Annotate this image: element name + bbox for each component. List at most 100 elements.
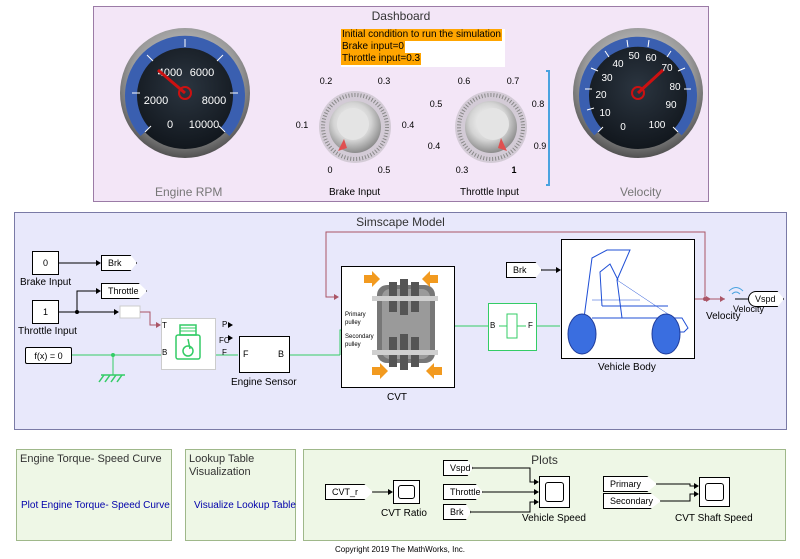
from-vspd-plot[interactable]: Vspd [443,460,473,476]
engine-sensor-block[interactable]: F B [239,336,290,373]
solver-configuration-block[interactable]: f(x) = 0 [25,347,72,364]
visualize-lookup-table-link[interactable]: Visualize Lookup Table [194,500,296,511]
throttle-input-constant-label: Throttle Input [18,326,77,337]
goto-throttle[interactable]: Throttle [101,283,147,299]
velocity-tick-70: 70 [661,63,673,74]
engine-sensor-port-f: F [243,349,249,359]
velocity-tick-30: 30 [601,73,613,84]
throttle-tick-1: 1 [511,165,516,175]
knob-group-bracket [546,70,550,186]
throttle-input-knob-label: Throttle Input [460,187,519,198]
engine-sensor-label: Engine Sensor [231,377,297,388]
cvt-ratio-scope-label: CVT Ratio [381,508,427,519]
throttle-tick-0.9: 0.9 [534,141,547,151]
velocity-tick-10: 10 [599,108,611,119]
brake-input-constant-label: Brake Input [20,277,72,288]
from-secondary-plot[interactable]: Secondary [603,493,661,509]
engine-torque-area: Engine Torque- Speed Curve Plot Engine T… [16,449,172,541]
cvt-shaft-speed-scope[interactable] [699,477,730,507]
velocity-tick-90: 90 [665,100,677,111]
velocity-tick-0: 0 [620,122,626,133]
rotational-connector-block[interactable]: B F [488,303,537,351]
brake-input-constant[interactable]: 0 [32,251,59,275]
throttle-input-knob[interactable]: 0.3 0.4 0.5 0.6 0.7 0.8 0.9 1 [426,72,556,182]
vehicle-body-block[interactable] [561,239,695,359]
scope-icon [545,482,564,502]
engine-icon [175,324,201,360]
brake-tick-0.3: 0.3 [378,76,391,86]
rpm-tick-0: 0 [167,119,173,131]
engine-port-fc: FC [219,336,230,345]
from-primary-plot[interactable]: Primary [603,476,657,492]
throttle-tick-0.4: 0.4 [428,141,441,151]
brake-tick-0: 0 [327,165,332,175]
simscape-model-title: Simscape Model [356,215,445,229]
from-cvt-r[interactable]: CVT_r [325,484,373,500]
engine-port-p: P [222,320,228,329]
velocity-gauge-label: Velocity [620,185,662,199]
brake-input-knob[interactable]: 0 0.1 0.2 0.3 0.4 0.5 [290,72,420,182]
scope-icon [398,485,415,499]
plots-title: Plots [531,453,558,467]
velocity-sensor-label: Velocity [706,311,741,322]
throttle-tick-0.6: 0.6 [458,76,471,86]
lookup-table-area: Lookup Table Visualization Visualize Loo… [185,449,296,541]
velocity-tick-100: 100 [649,120,666,131]
plot-engine-torque-link[interactable]: Plot Engine Torque- Speed Curve [21,500,170,511]
rpm-tick-2000: 2000 [144,95,168,107]
note-line-1: Initial condition to run the simulation [341,29,502,41]
throttle-tick-0.7: 0.7 [507,76,520,86]
shaft-coupling-icon [499,313,526,339]
engine-port-f: F [222,348,227,357]
goto-brk[interactable]: Brk [101,255,137,271]
throttle-input-constant[interactable]: 1 [32,300,59,324]
lookup-table-title: Lookup Table Visualization [189,453,255,478]
cvt-ratio-scope[interactable] [393,480,420,504]
engine-port-b: B [162,348,168,357]
engine-rpm-gauge[interactable]: 0 2000 4000 6000 8000 10000 [118,26,252,160]
initial-condition-note: Initial condition to run the simulation … [341,29,505,67]
engine-torque-title: Engine Torque- Speed Curve [20,453,162,465]
velocity-tick-80: 80 [669,82,681,93]
connector-port-f: F [528,321,533,330]
ground-symbol [98,374,125,383]
brake-tick-0.4: 0.4 [402,120,415,130]
vehicle-speed-scope[interactable] [539,476,570,508]
engine-rpm-label: Engine RPM [155,185,223,199]
rpm-tick-10000: 10000 [189,119,220,131]
brake-input-knob-label: Brake Input [329,187,381,198]
throttle-tick-0.8: 0.8 [532,99,545,109]
brake-tick-0.1: 0.1 [296,120,309,130]
scope-icon [705,483,724,501]
vehicle-body-icon [567,249,689,355]
from-brk-vehicle[interactable]: Brk [506,262,542,278]
dashboard-title: Dashboard [371,9,431,23]
engine-sensor-port-b: B [278,349,285,359]
brake-tick-0.2: 0.2 [320,76,333,86]
engine-port-t: T [162,321,167,330]
goto-vspd[interactable]: Vspd [748,291,784,307]
throttle-tick-0.3: 0.3 [456,165,469,175]
cvt-block[interactable]: Primary pulley Secondary pulley [341,266,455,388]
brake-tick-0.5: 0.5 [378,165,391,175]
copyright-text: Copyright 2019 The MathWorks, Inc. [335,545,465,554]
cvt-label: CVT [387,392,407,403]
from-brk-plot[interactable]: Brk [443,504,471,520]
rpm-tick-6000: 6000 [190,67,214,79]
note-line-3: Throttle input=0.3 [341,53,422,65]
note-line-2: Brake input=0 [341,41,405,53]
connector-port-b: B [490,321,496,330]
generic-engine-block[interactable] [161,318,216,370]
from-throttle-plot[interactable]: Throttle [443,484,483,500]
cvt-primary-label: Primary pulley [345,312,366,326]
cvt-shaft-speed-scope-label: CVT Shaft Speed [675,513,753,524]
velocity-gauge[interactable]: 0 10 20 30 40 50 60 70 80 90 100 [571,26,705,160]
vehicle-body-label: Vehicle Body [598,362,656,373]
velocity-tick-40: 40 [612,59,624,70]
cvt-secondary-label: Secondary pulley [345,334,374,348]
cvt-pulley-icon [364,271,442,379]
velocity-tick-50: 50 [628,51,640,62]
velocity-tick-20: 20 [595,90,607,101]
